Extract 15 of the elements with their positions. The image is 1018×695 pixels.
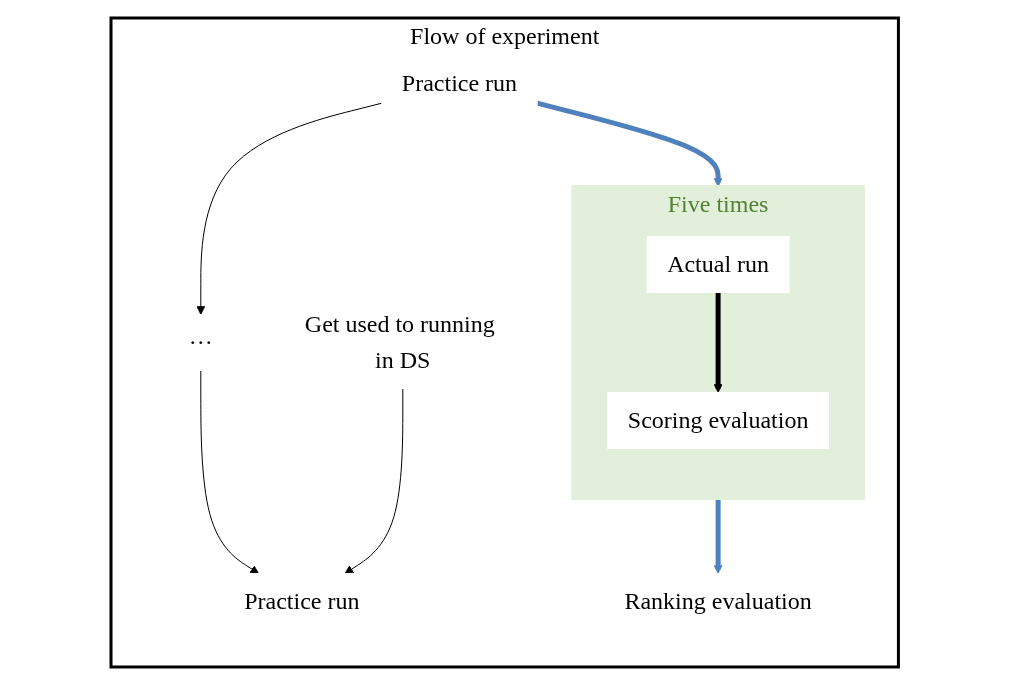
- arrow: [536, 100, 723, 187]
- node-text: Get used to running in DS: [305, 311, 496, 374]
- arrow: [344, 388, 404, 574]
- arrow: [200, 370, 260, 574]
- arrow: [714, 292, 723, 393]
- node-text: ···: [189, 329, 214, 356]
- node-box: Actual run: [646, 236, 790, 293]
- node-text: Ranking evaluation: [624, 588, 813, 615]
- node-text: Practice run: [402, 70, 518, 97]
- node-label: Five times: [668, 191, 769, 218]
- cluster: [571, 185, 866, 500]
- node-box: Scoring evaluation: [607, 392, 830, 449]
- node-text: Practice run: [244, 588, 360, 615]
- arrow: [714, 498, 723, 574]
- arrow: [196, 102, 383, 315]
